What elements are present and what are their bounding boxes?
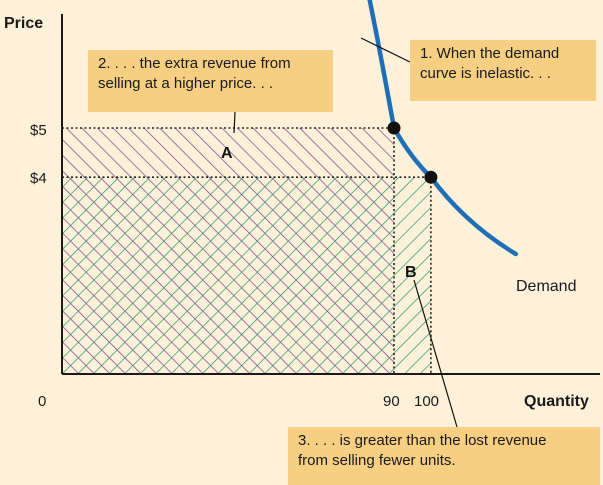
- region-b-label: B: [405, 264, 417, 281]
- callout-3-line-1: 3. . . . is greater than the lost revenu…: [298, 432, 547, 449]
- region-a-label: A: [221, 145, 233, 162]
- callout-1-line-2: curve is inelastic. . .: [420, 65, 551, 82]
- demand-curve: [367, 0, 518, 257]
- point-q90-p5: [387, 121, 401, 135]
- callout-2-line-2: selling at a higher price. . .: [98, 75, 274, 92]
- callout-3-line-2: from selling fewer units.: [298, 452, 456, 469]
- callout-1-line-1: 1. When the demand: [420, 45, 560, 62]
- y-axis-title: Price: [4, 15, 43, 32]
- x-tick-label: 0: [38, 393, 46, 410]
- region-b-area: [62, 177, 431, 374]
- leader-line-1: [360, 37, 411, 63]
- leader-line-3: [413, 279, 458, 428]
- callout-extra-revenue: 2. . . . the extra revenue from selling …: [88, 50, 333, 112]
- x-tick-label: 90: [383, 393, 400, 410]
- leader-line-2: [233, 111, 236, 134]
- callout-2-line-1: 2. . . . the extra revenue from: [98, 55, 291, 72]
- callout-lost-revenue: 3. . . . is greater than the lost revenu…: [288, 427, 600, 485]
- x-axis-title: Quantity: [524, 393, 589, 410]
- callout-inelastic: 1. When the demand curve is inelastic. .…: [410, 40, 596, 101]
- y-tick-label: $4: [30, 170, 47, 187]
- point-q100-p4: [424, 170, 438, 184]
- y-tick-label: $5: [30, 122, 47, 139]
- demand-label: Demand: [516, 278, 576, 295]
- x-tick-label: 100: [414, 393, 439, 410]
